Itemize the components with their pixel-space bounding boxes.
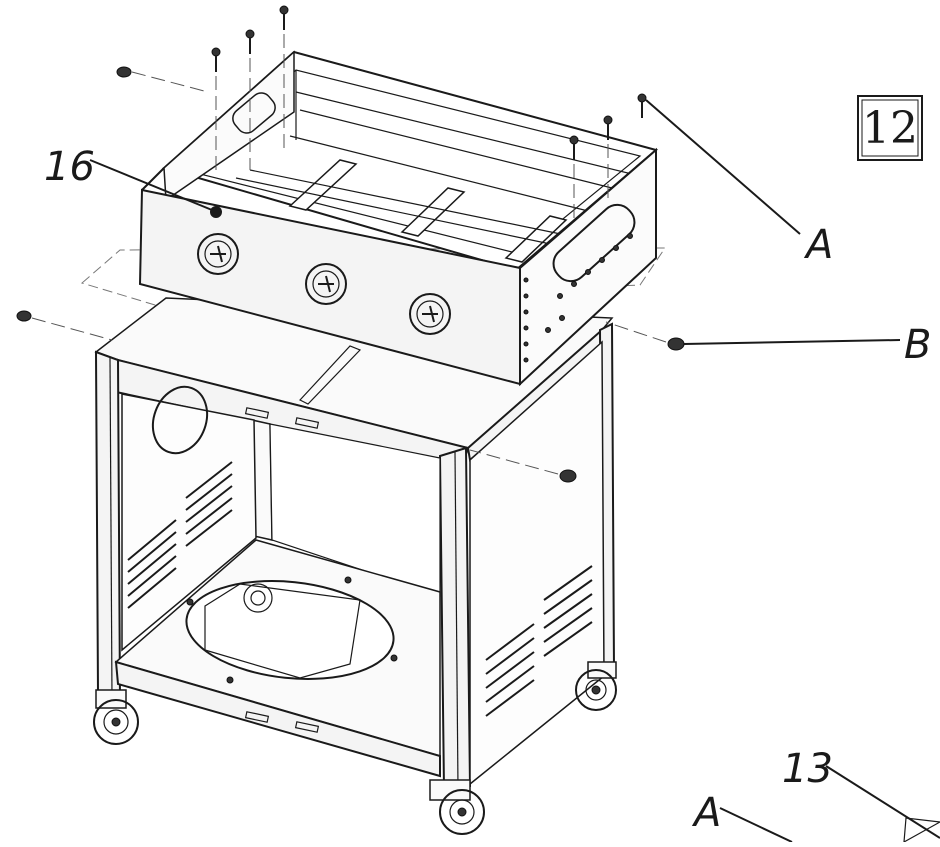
leader-lines bbox=[89, 99, 940, 843]
screw-4 bbox=[637, 93, 647, 118]
part-16-label: 16 bbox=[44, 144, 95, 190]
part-13-label: 13 bbox=[782, 746, 833, 792]
caster-rear-right bbox=[575, 661, 617, 711]
left-vents bbox=[127, 461, 233, 609]
screw-a-label-bottom: A bbox=[691, 790, 721, 836]
control-knob-left bbox=[197, 233, 239, 275]
screw-6 bbox=[569, 135, 579, 220]
firebox bbox=[138, 50, 659, 387]
side-screw-lower bbox=[469, 449, 577, 483]
step-number-box: 12 bbox=[857, 95, 923, 161]
caster-front-left bbox=[93, 689, 139, 745]
screws-top bbox=[211, 5, 647, 220]
caster-front-right bbox=[429, 779, 485, 835]
screw-b-label: B bbox=[904, 322, 931, 368]
side-screw-mid-left bbox=[16, 310, 113, 341]
side-screw-b bbox=[605, 321, 685, 351]
screw-3 bbox=[211, 47, 221, 170]
screws-side bbox=[16, 66, 685, 483]
side-screw-top-left bbox=[116, 66, 209, 93]
screw-1 bbox=[279, 5, 289, 150]
step-number: 12 bbox=[862, 103, 918, 154]
control-knob-right bbox=[409, 293, 451, 335]
screw-5 bbox=[603, 115, 613, 200]
dashed-plate bbox=[80, 247, 666, 306]
part-13-fragment bbox=[903, 817, 940, 844]
part-16-marker bbox=[210, 206, 222, 218]
screw-a-label-top: A bbox=[803, 222, 833, 268]
right-vents bbox=[485, 565, 593, 717]
control-knob-middle bbox=[305, 263, 347, 305]
screw-2 bbox=[245, 29, 255, 170]
cart-frame bbox=[94, 297, 616, 792]
